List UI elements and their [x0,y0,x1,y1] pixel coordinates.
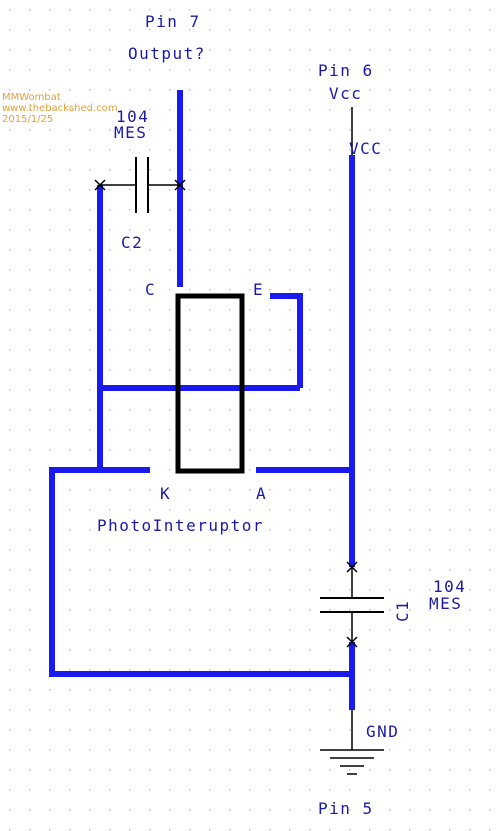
label-pin6: Pin 6 [318,61,374,80]
capacitor-c1-symbol[interactable] [320,597,384,613]
photo-pin-e: E [253,280,264,299]
watermark-author: MMWombat [2,92,61,103]
wire-emitter-loop [270,293,303,388]
watermark-date: 2015/1/25 [2,114,53,125]
label-pin7-output: Output? [128,44,206,63]
label-vcc-net: Vcc [329,84,362,103]
photo-interrupter-body[interactable] [175,293,245,474]
wire-cathode-left [49,467,352,677]
wires [49,90,355,710]
label-gnd: GND [366,722,399,741]
capacitor-c2-symbol[interactable] [135,157,149,213]
c1-value: 104 [433,577,466,596]
watermark-site: www.thebackshed.com [2,103,118,114]
c2-value: 104 [116,107,149,126]
label-vcc-rail: VCC [349,139,382,158]
photo-interrupter-name: PhotoInteruptor [97,516,264,535]
pin-markers [94,179,358,648]
photo-pin-a: A [256,484,267,503]
leads [100,107,353,750]
label-pin5: Pin 5 [318,799,374,818]
ground-symbol [320,749,384,775]
c1-type: MES [429,594,462,613]
photo-pin-k: K [160,484,171,503]
c2-ref: C2 [121,233,143,252]
c1-ref: C1 [393,600,412,622]
c2-type: MES [114,123,147,142]
label-pin7: Pin 7 [145,12,201,31]
photo-pin-c: C [145,280,156,299]
